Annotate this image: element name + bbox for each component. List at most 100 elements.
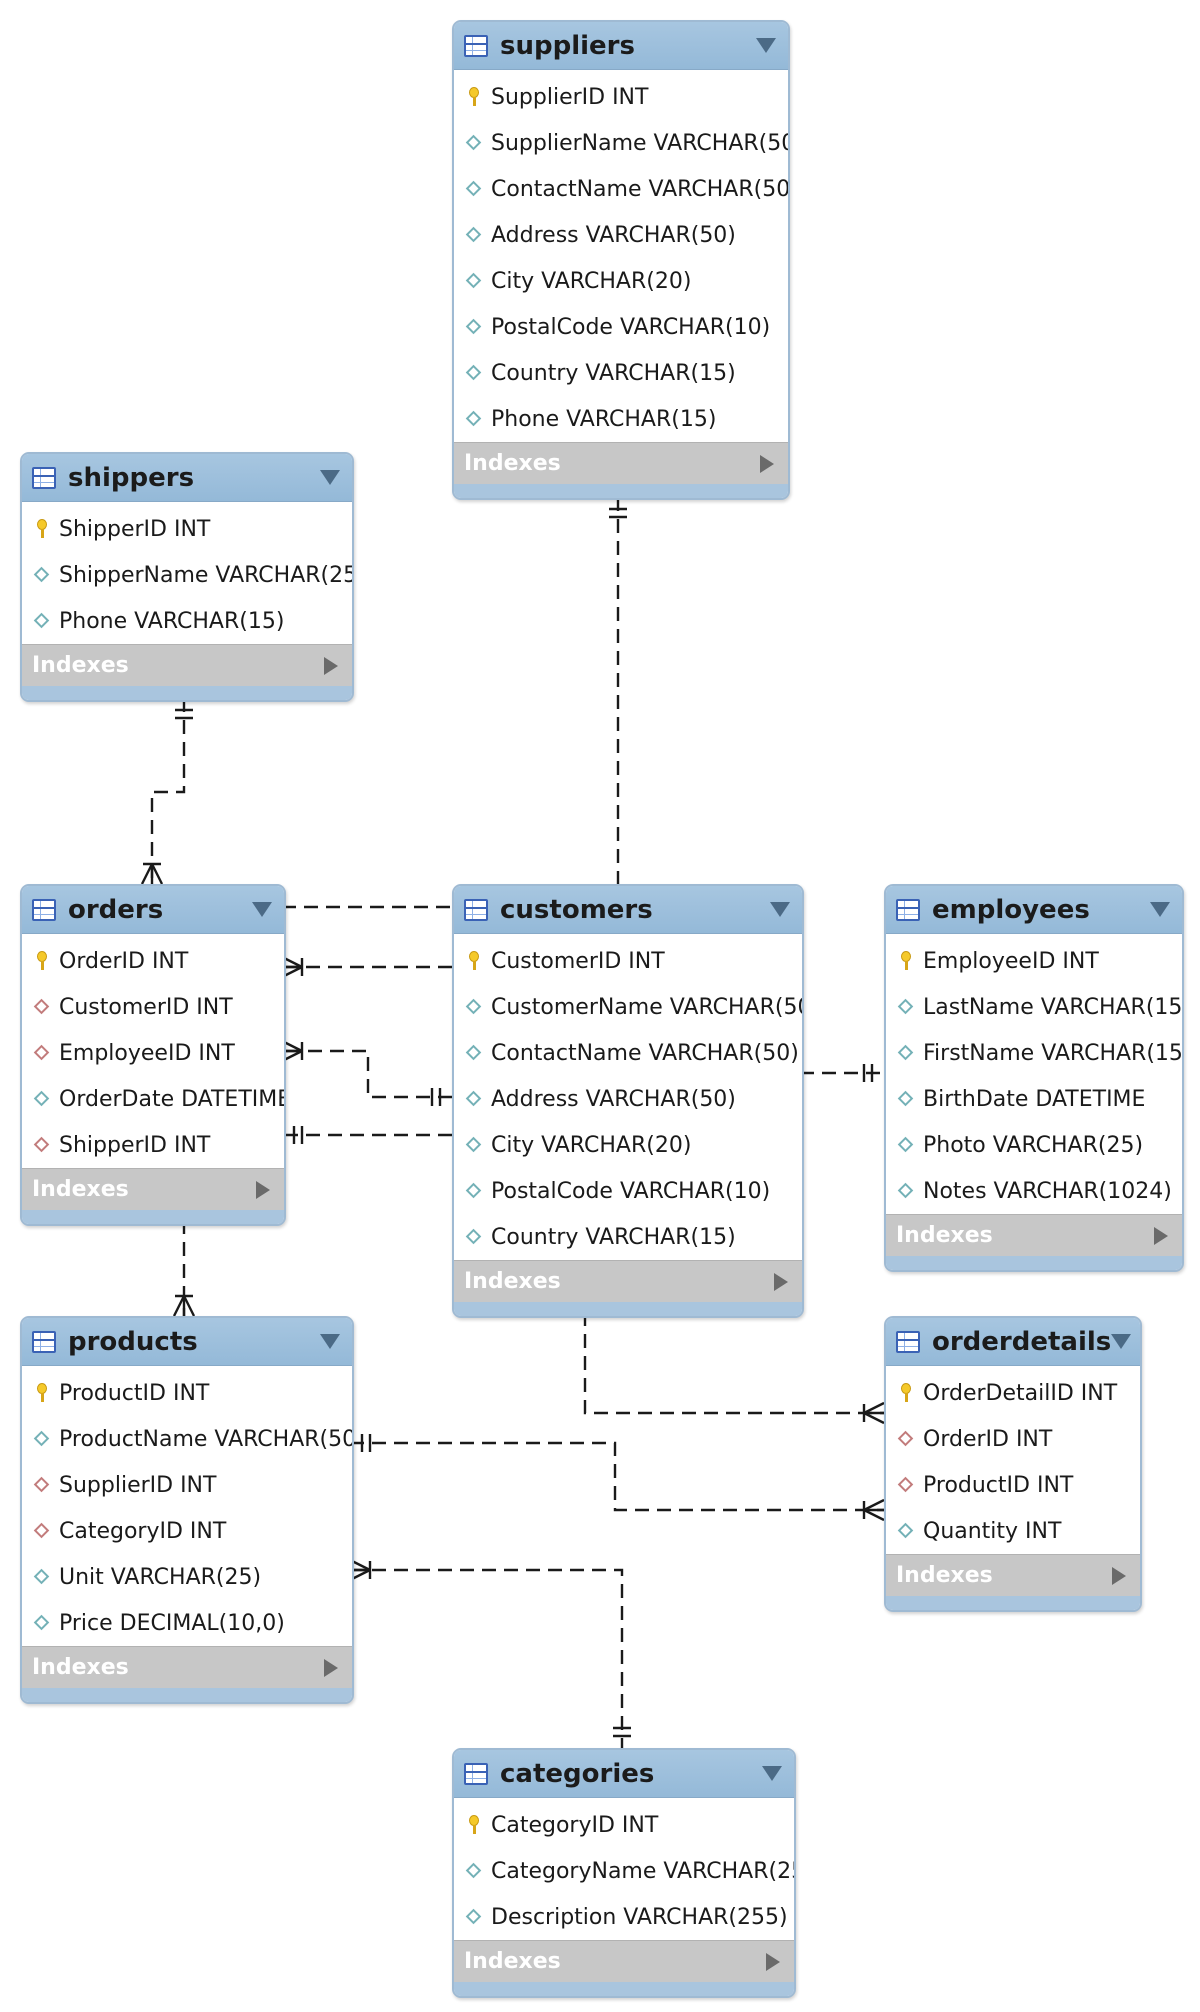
expand-arrow-icon[interactable] — [1154, 1226, 1168, 1245]
table-orderdetails[interactable]: orderdetails OrderDetailID INT OrderID I… — [884, 1316, 1142, 1612]
relationship-line-customers-orderdetails — [583, 1312, 884, 1415]
column-row[interactable]: CategoryID INT — [22, 1508, 352, 1554]
column-row[interactable]: Price DECIMAL(10,0) — [22, 1600, 352, 1646]
table-footer — [886, 1596, 1140, 1610]
expand-arrow-icon[interactable] — [256, 1180, 270, 1199]
chevron-down-icon[interactable] — [756, 38, 776, 53]
indexes-label: Indexes — [896, 1563, 993, 1588]
crows-foot-marker — [140, 863, 154, 885]
indexes-section[interactable]: Indexes — [454, 442, 788, 484]
expand-arrow-icon[interactable] — [1112, 1566, 1126, 1585]
column-row[interactable]: PostalCode VARCHAR(10) — [454, 304, 788, 350]
column-row[interactable]: Address VARCHAR(50) — [454, 212, 788, 258]
column-row[interactable]: EmployeeID INT — [886, 938, 1182, 984]
column-row[interactable]: Address VARCHAR(50) — [454, 1076, 802, 1122]
column-row[interactable]: ContactName VARCHAR(50) — [454, 1030, 802, 1076]
column-row[interactable]: Description VARCHAR(255) — [454, 1894, 794, 1940]
column-row[interactable]: ProductID INT — [886, 1462, 1140, 1508]
table-employees[interactable]: employees EmployeeID INT LastName VARCHA… — [884, 884, 1184, 1272]
expand-arrow-icon[interactable] — [324, 656, 338, 675]
crows-foot-marker — [182, 1295, 196, 1317]
column-row[interactable]: ProductID INT — [22, 1370, 352, 1416]
column-row[interactable]: CustomerName VARCHAR(50) — [454, 984, 802, 1030]
chevron-down-icon[interactable] — [1111, 1334, 1132, 1349]
expand-arrow-icon[interactable] — [766, 1952, 780, 1971]
crows-foot-marker — [863, 1411, 885, 1425]
indexes-section[interactable]: Indexes — [886, 1554, 1140, 1596]
expand-arrow-icon[interactable] — [774, 1272, 788, 1291]
column-row[interactable]: EmployeeID INT — [22, 1030, 284, 1076]
table-header[interactable]: orderdetails — [886, 1318, 1140, 1366]
chevron-down-icon[interactable] — [252, 902, 272, 917]
column-diamond-icon — [896, 997, 916, 1017]
column-row[interactable]: Country VARCHAR(15) — [454, 350, 788, 396]
expand-arrow-icon[interactable] — [760, 454, 774, 473]
column-row[interactable]: CustomerID INT — [454, 938, 802, 984]
column-row[interactable]: CategoryID INT — [454, 1802, 794, 1848]
column-row[interactable]: CategoryName VARCHAR(25) — [454, 1848, 794, 1894]
column-row[interactable]: Unit VARCHAR(25) — [22, 1554, 352, 1600]
column-row[interactable]: OrderID INT — [22, 938, 284, 984]
column-row[interactable]: Phone VARCHAR(15) — [454, 396, 788, 442]
table-orders[interactable]: orders OrderID INT CustomerID INT Employ… — [20, 884, 286, 1226]
table-products[interactable]: products ProductID INT ProductName VARCH… — [20, 1316, 354, 1704]
table-icon — [464, 34, 488, 57]
column-row[interactable]: Phone VARCHAR(15) — [22, 598, 352, 644]
table-suppliers[interactable]: suppliers SupplierID INT SupplierName VA… — [452, 20, 790, 500]
table-header[interactable]: shippers — [22, 454, 352, 502]
expand-arrow-icon[interactable] — [324, 1658, 338, 1677]
indexes-section[interactable]: Indexes — [22, 644, 352, 686]
column-diamond-icon — [464, 1227, 484, 1247]
column-row[interactable]: ProductName VARCHAR(50) — [22, 1416, 352, 1462]
column-row[interactable]: Quantity INT — [886, 1508, 1140, 1554]
table-header[interactable]: categories — [454, 1750, 794, 1798]
column-label: SupplierID INT — [491, 84, 649, 110]
column-row[interactable]: OrderDate DATETIME — [22, 1076, 284, 1122]
indexes-section[interactable]: Indexes — [454, 1260, 802, 1302]
column-row[interactable]: SupplierID INT — [22, 1462, 352, 1508]
column-row[interactable]: PostalCode VARCHAR(10) — [454, 1168, 802, 1214]
table-categories[interactable]: categories CategoryID INT CategoryName V… — [452, 1748, 796, 1998]
column-row[interactable]: OrderID INT — [886, 1416, 1140, 1462]
column-row[interactable]: ShipperID INT — [22, 1122, 284, 1168]
foreign-key-icon — [896, 1429, 916, 1449]
column-row[interactable]: LastName VARCHAR(15) — [886, 984, 1182, 1030]
table-shippers[interactable]: shippers ShipperID INT ShipperName VARCH… — [20, 452, 354, 702]
column-diamond-icon — [896, 1181, 916, 1201]
column-row[interactable]: Photo VARCHAR(25) — [886, 1122, 1182, 1168]
indexes-section[interactable]: Indexes — [454, 1940, 794, 1982]
column-row[interactable]: FirstName VARCHAR(15) — [886, 1030, 1182, 1076]
column-row[interactable]: OrderDetailID INT — [886, 1370, 1140, 1416]
column-label: ContactName VARCHAR(50) — [491, 1040, 799, 1066]
table-header[interactable]: suppliers — [454, 22, 788, 70]
column-label: Phone VARCHAR(15) — [491, 406, 717, 432]
chevron-down-icon[interactable] — [770, 902, 790, 917]
table-header[interactable]: orders — [22, 886, 284, 934]
chevron-down-icon[interactable] — [320, 470, 340, 485]
column-row[interactable]: ShipperName VARCHAR(25) — [22, 552, 352, 598]
column-row[interactable]: ShipperID INT — [22, 506, 352, 552]
table-icon — [32, 1330, 56, 1353]
table-title: products — [68, 1326, 198, 1357]
table-header[interactable]: customers — [454, 886, 802, 934]
column-row[interactable]: City VARCHAR(20) — [454, 258, 788, 304]
column-row[interactable]: Notes VARCHAR(1024) — [886, 1168, 1182, 1214]
column-row[interactable]: ContactName VARCHAR(50) — [454, 166, 788, 212]
column-row[interactable]: BirthDate DATETIME — [886, 1076, 1182, 1122]
chevron-down-icon[interactable] — [762, 1766, 782, 1781]
column-row[interactable]: CustomerID INT — [22, 984, 284, 1030]
table-customers[interactable]: customers CustomerID INT CustomerName VA… — [452, 884, 804, 1318]
chevron-down-icon[interactable] — [320, 1334, 340, 1349]
indexes-section[interactable]: Indexes — [886, 1214, 1182, 1256]
indexes-section[interactable]: Indexes — [22, 1168, 284, 1210]
indexes-section[interactable]: Indexes — [22, 1646, 352, 1688]
column-row[interactable]: City VARCHAR(20) — [454, 1122, 802, 1168]
column-row[interactable]: Country VARCHAR(15) — [454, 1214, 802, 1260]
table-header[interactable]: products — [22, 1318, 352, 1366]
column-label: City VARCHAR(20) — [491, 1132, 692, 1158]
chevron-down-icon[interactable] — [1150, 902, 1170, 917]
table-header[interactable]: employees — [886, 886, 1182, 934]
column-row[interactable]: SupplierID INT — [454, 74, 788, 120]
column-row[interactable]: SupplierName VARCHAR(50) — [454, 120, 788, 166]
table-title: customers — [500, 894, 653, 925]
